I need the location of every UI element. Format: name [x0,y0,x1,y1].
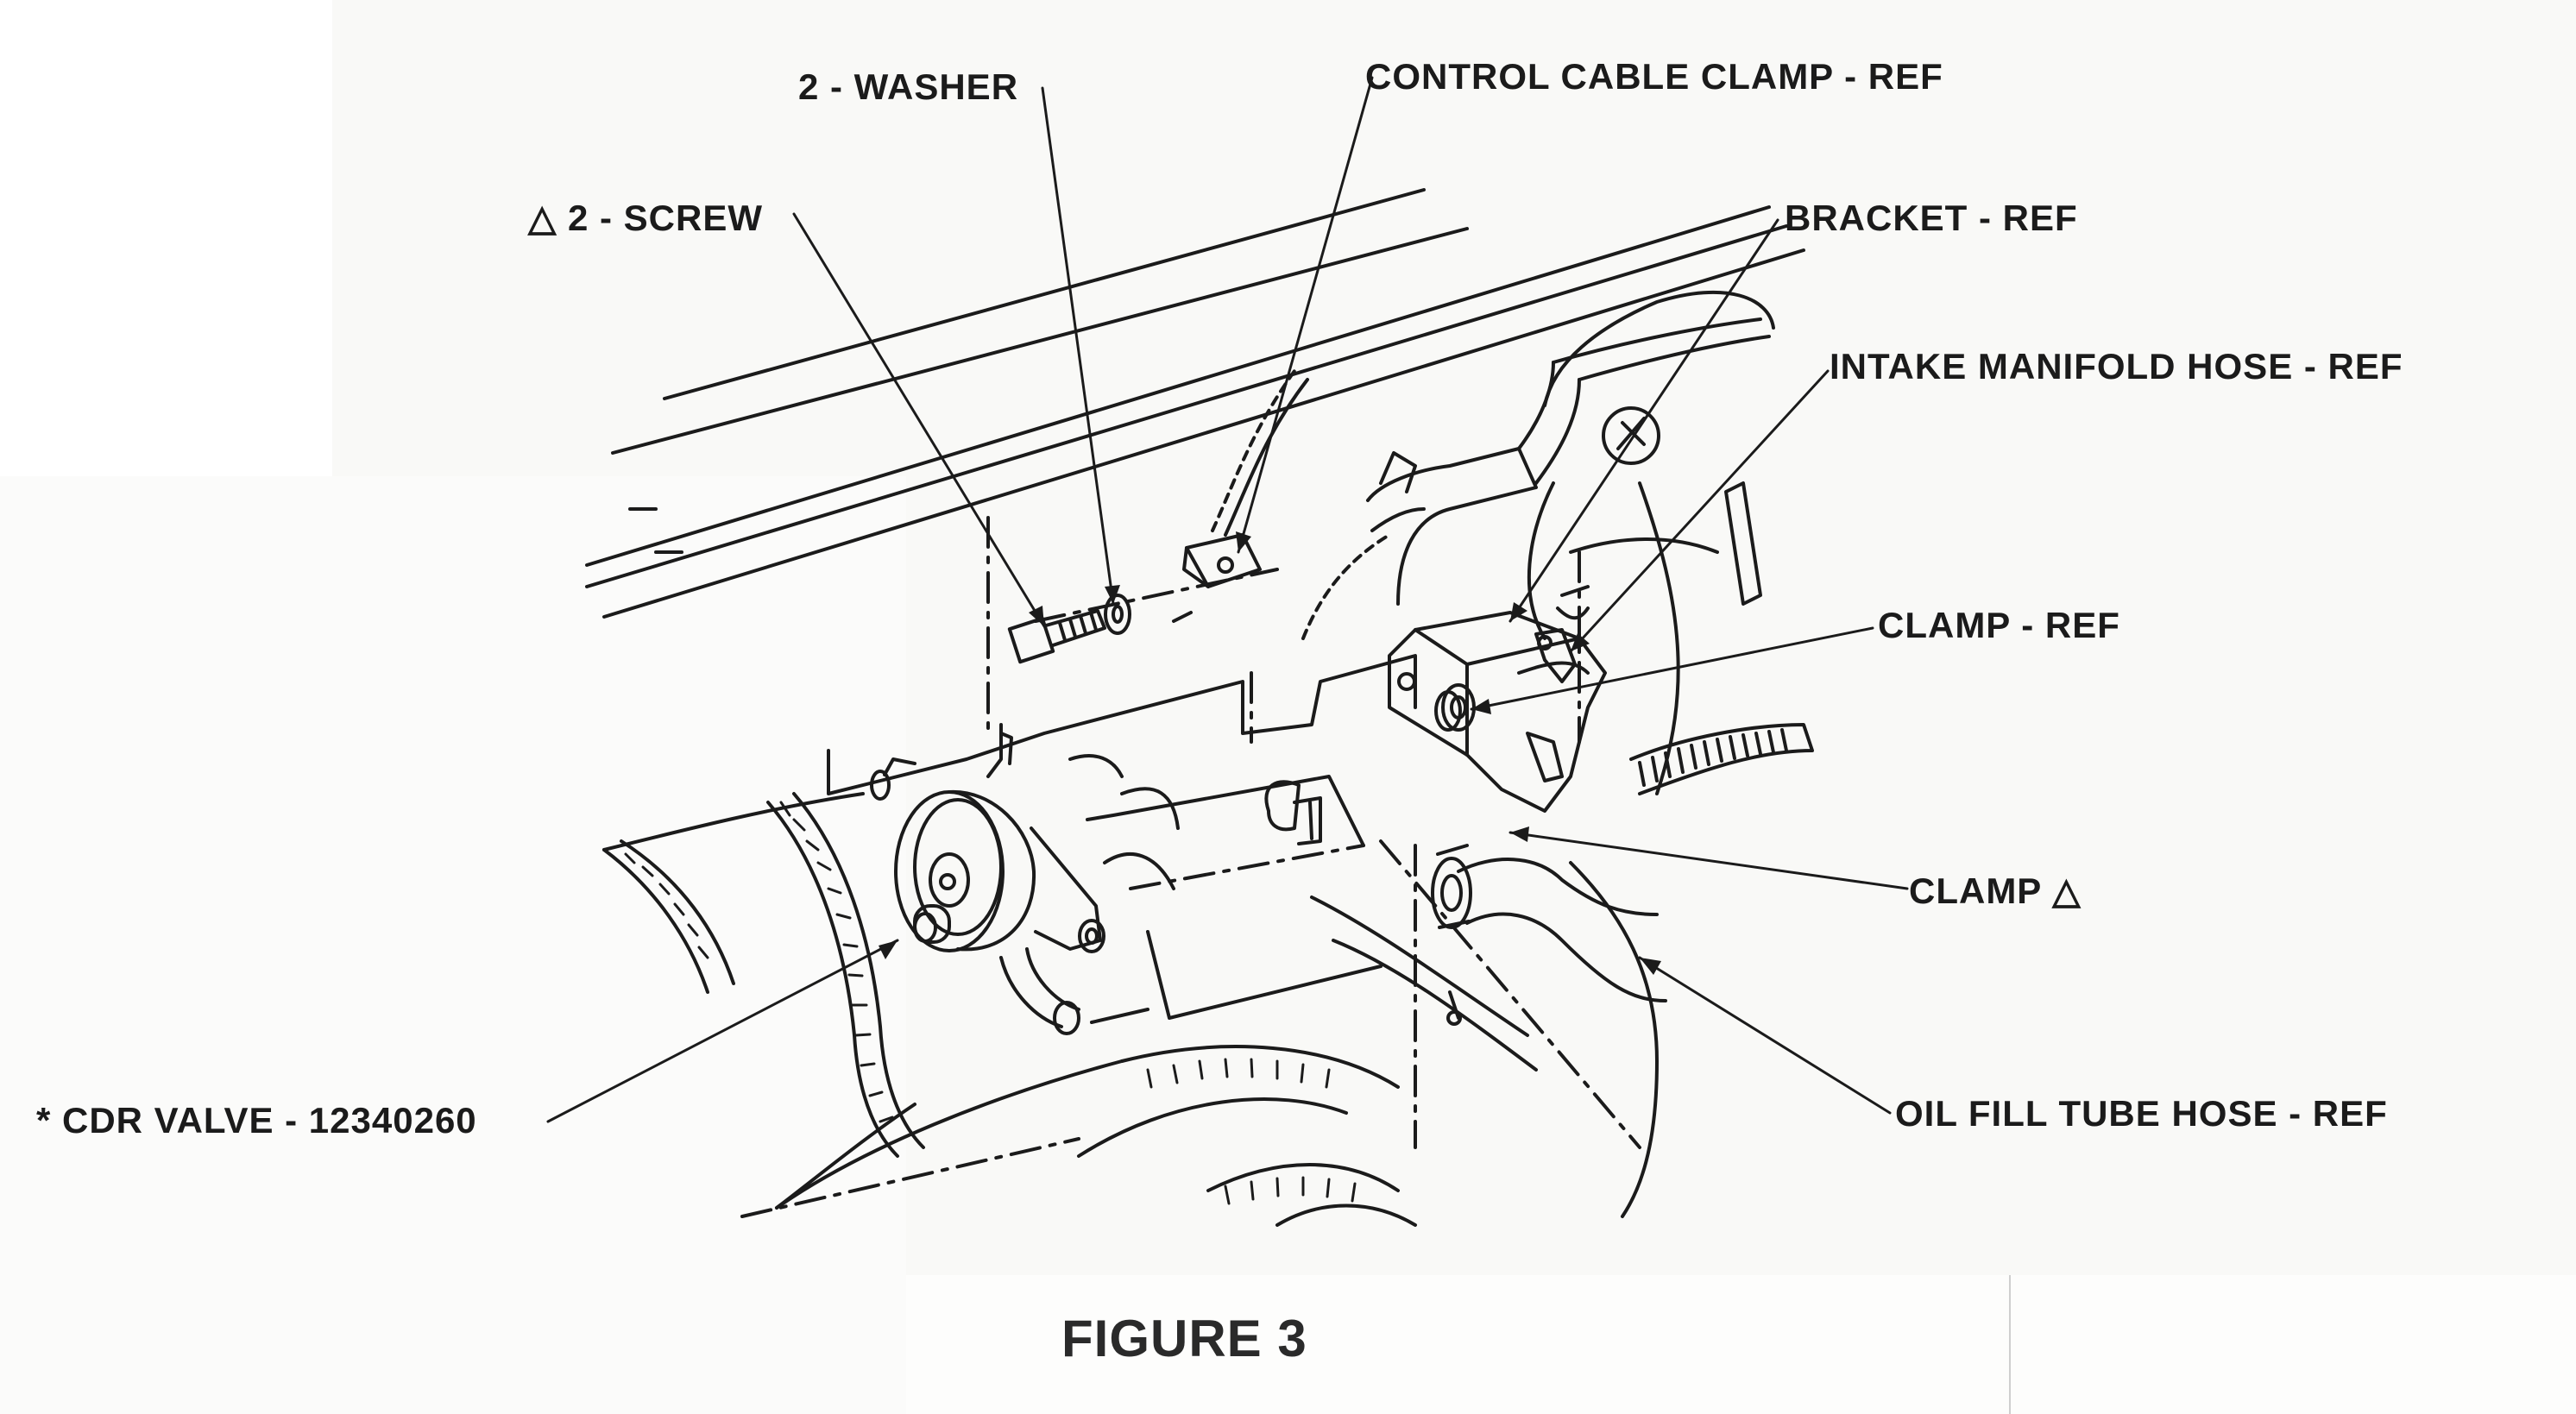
label-clamp-delta: CLAMP △ [1909,870,2082,911]
leader-cdr-valve [546,939,899,1123]
label-clamp-ref: CLAMP - REF [1878,605,2120,645]
washer-part [1104,594,1131,635]
label-screw: △ 2 - SCREW [528,198,763,238]
leader-oil-fill-tube-hose [1638,956,1892,1115]
paper-sheet-bottom [906,1275,2576,1414]
leader-clamp-ref [1470,626,1874,711]
leader-arrowheads [879,531,1661,975]
control-cable-clamp-part [1182,369,1391,640]
leader-intake-manifold-hose [1569,369,1830,653]
label-oil-fill-tube-hose: OIL FILL TUBE HOSE - REF [1895,1093,2388,1134]
leader-control-cable-clamp [1237,76,1374,554]
engine-housing-shell [1527,290,1814,1218]
bracket-part [1388,611,1607,813]
screw-part [1007,609,1106,664]
label-washer: 2 - WASHER [798,66,1019,107]
leader-bracket [1508,218,1779,623]
hose-stub-middle [1264,780,1322,845]
oil-fill-tube-hose-part [1310,844,1667,1071]
air-duct-tube [602,792,1417,1227]
intake-manifold-hose-part [1366,317,1771,606]
figure-caption: FIGURE 3 [1061,1310,1307,1367]
label-cdr-valve: * CDR VALVE - 12340260 [36,1100,477,1141]
paper-sheet-lower-left [0,476,906,1414]
paper-sheet-upper-left [0,0,337,476]
callout-leader-lines [546,76,1909,1123]
dash-dot-frame [740,516,1641,1218]
label-intake-manifold-hose: INTAKE MANIFOLD HOSE - REF [1830,346,2403,386]
paper-fold-line [2009,1275,2011,1414]
label-control-cable-clamp: CONTROL CABLE CLAMP - REF [1365,56,1943,97]
engine-top-outline [585,188,1805,619]
label-bracket: BRACKET - REF [1785,198,2078,238]
cdr-valve-part [870,732,1180,1035]
leader-washer [1041,86,1115,606]
leader-clamp-delta [1508,831,1909,890]
valve-cover-plate [827,654,1417,1024]
leader-screw [792,212,1046,628]
